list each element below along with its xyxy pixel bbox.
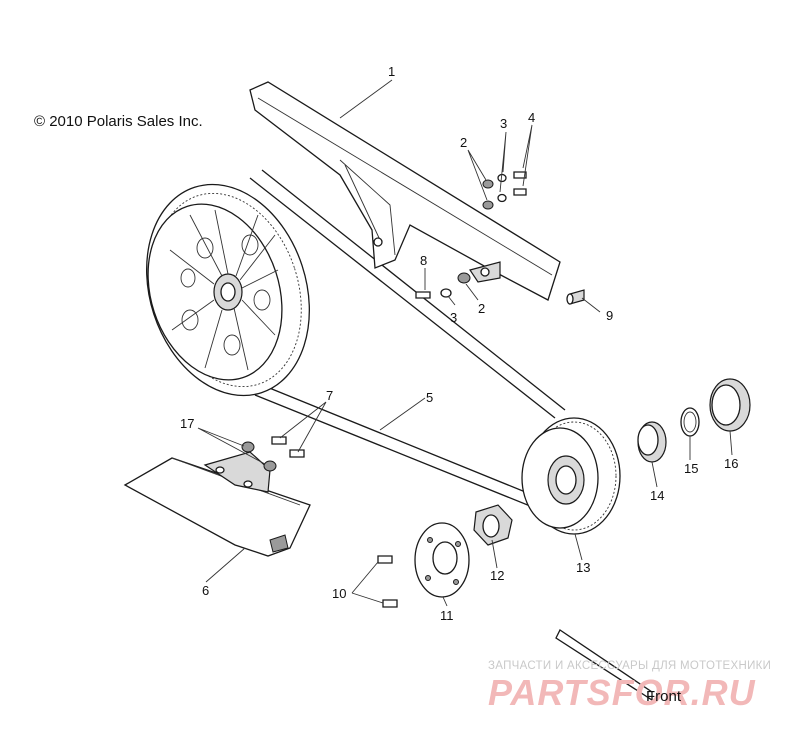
- sprocket-bearing-parts: [637, 378, 751, 463]
- watermark-subtitle: ЗАПЧАСТИ И АКСЕССУАРЫ ДЛЯ МОТОТЕХНИКИ: [488, 660, 772, 672]
- drive-belt: [249, 169, 566, 511]
- rear-wheel-pulley: [146, 183, 310, 397]
- deflector-fasteners: [241, 436, 305, 472]
- callout-11: 11: [440, 608, 454, 623]
- guard-fasteners: [415, 171, 527, 299]
- callout-numbers: 1 2 3 4 8 3 2 9 5 7 17 6 10 11 12 13 14 …: [180, 64, 738, 623]
- callout-3-top: 3: [500, 116, 507, 131]
- belt-guard: [249, 81, 561, 301]
- front-label: Front: [646, 688, 682, 705]
- front-arrow: [555, 629, 653, 702]
- copyright-text: © 2010 Polaris Sales Inc.: [34, 113, 203, 130]
- spacer-9: [566, 289, 585, 305]
- callout-15: 15: [684, 461, 698, 476]
- debris-deflector: [123, 451, 311, 557]
- callout-16: 16: [724, 456, 738, 471]
- callout-7: 7: [326, 388, 333, 403]
- callout-3-bottom: 3: [450, 310, 457, 325]
- callout-8: 8: [420, 253, 427, 268]
- callout-1: 1: [388, 64, 395, 79]
- callout-14: 14: [650, 488, 664, 503]
- callout-10: 10: [332, 586, 346, 601]
- callout-5: 5: [426, 390, 433, 405]
- leader-lines: [197, 79, 733, 607]
- callout-4: 4: [528, 110, 535, 125]
- watermark-brand: PARTSFOR.RU: [488, 672, 756, 713]
- callout-6: 6: [202, 583, 209, 598]
- lock-plate-and-nut: [414, 504, 513, 598]
- callout-17: 17: [180, 416, 194, 431]
- lock-plate-screws: [377, 555, 398, 608]
- callout-13: 13: [576, 560, 590, 575]
- callout-2-bottom: 2: [478, 301, 485, 316]
- callout-9: 9: [606, 308, 613, 323]
- drive-sprocket: [521, 417, 621, 535]
- callout-2-top: 2: [460, 135, 467, 150]
- callout-12: 12: [490, 568, 504, 583]
